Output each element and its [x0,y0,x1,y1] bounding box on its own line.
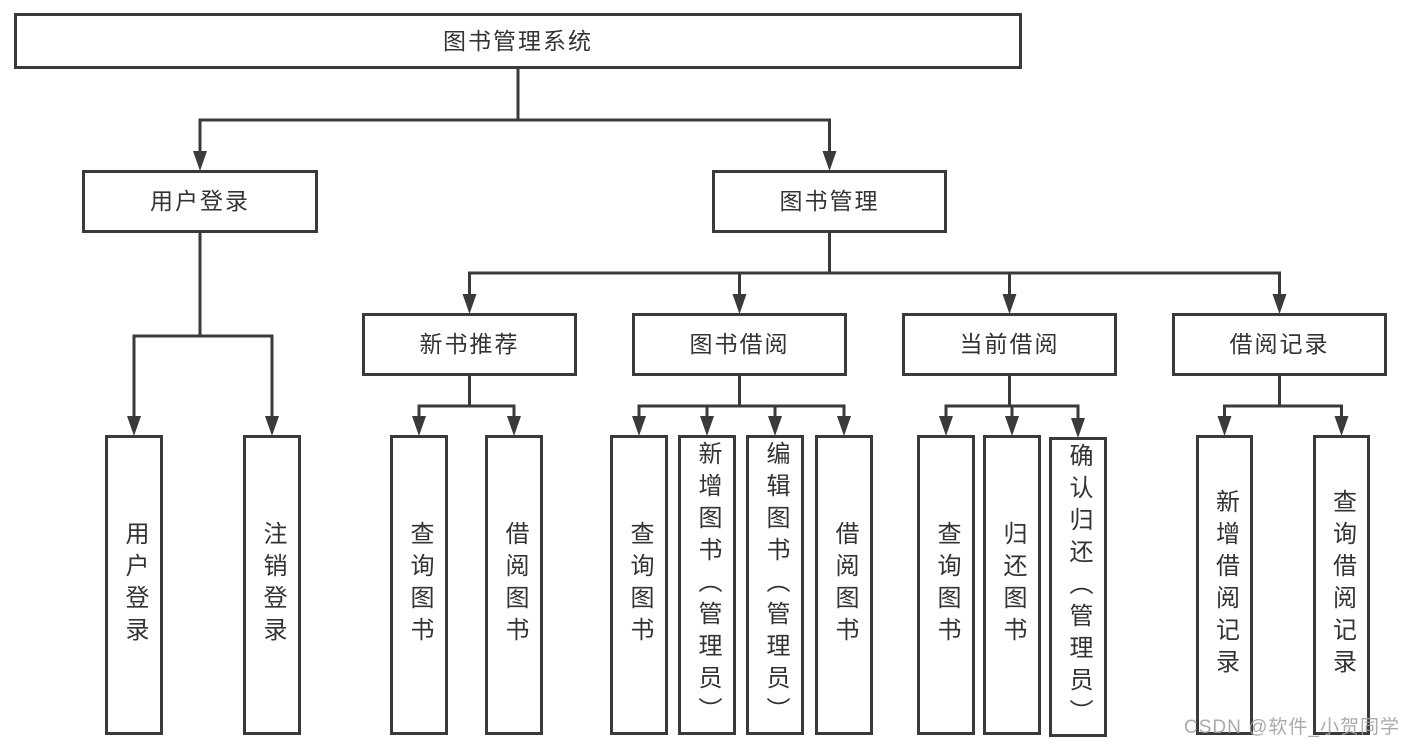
node-add-borrow-record-label: 新增借阅记录 [1211,489,1239,681]
node-return-books: 归还图书 [983,435,1041,735]
node-query-books-1: 查询图书 [390,435,448,735]
connector-arrowhead-leaf-add-rec [1217,416,1232,436]
connector-arrowhead-leaf-edit-book [768,416,782,436]
node-user-login-leaf-label: 用户登录 [121,521,148,649]
connector-arrowhead-leaf-query2 [632,416,646,436]
node-return-books-label: 归还图书 [999,521,1026,649]
node-new-book-recommend-label: 新书推荐 [419,331,520,357]
connector-arrowhead-cur-borrow [1002,294,1017,314]
node-query-books-1-label: 查询图书 [406,521,433,649]
node-query-borrow-record-label: 查询借阅记录 [1328,489,1356,681]
node-confirm-return-admin-label: 确认归还（管理员） [1065,443,1092,731]
node-book-management-system-label: 图书管理系统 [443,27,593,54]
node-confirm-return-admin: 确认归还（管理员） [1049,437,1107,737]
node-query-books-3: 查询图书 [917,435,975,735]
node-add-books-admin: 新增图书（管理员） [678,435,736,735]
node-add-borrow-record: 新增借阅记录 [1196,435,1253,735]
node-edit-books-admin: 编辑图书（管理员） [746,435,804,735]
watermark: CSDN @软件_小贺同学 [1184,717,1400,738]
node-user-login-label: 用户登录 [150,188,250,214]
node-borrow-books-1-label: 借阅图书 [501,521,528,649]
connector-arrowhead-leaf-query1 [412,416,426,436]
node-new-book-recommend: 新书推荐 [362,313,577,376]
node-book-management-label: 图书管理 [779,188,880,214]
connector-arrowhead-leaf-borrow1 [507,416,521,436]
connector-arrowhead-leaf-login [127,416,141,436]
connector-arrowhead-book-borrow [732,294,747,314]
node-borrowing-records-label: 借阅记录 [1229,331,1330,357]
node-logout-leaf-label: 注销登录 [259,521,286,649]
node-book-borrowing: 图书借阅 [632,313,847,376]
node-book-management: 图书管理 [712,170,947,233]
node-query-books-3-label: 查询图书 [933,521,960,649]
node-query-books-2: 查询图书 [610,435,668,735]
node-book-management-system: 图书管理系统 [14,13,1022,69]
node-logout-leaf: 注销登录 [243,435,301,735]
node-query-books-2-label: 查询图书 [626,521,653,649]
node-query-borrow-record: 查询借阅记录 [1313,435,1370,735]
connector-arrowhead-leaf-return [1005,416,1019,436]
node-borrow-books-1: 借阅图书 [485,435,543,735]
connector-arrowhead-leaf-add-book [700,416,714,436]
connector-arrowhead-leaf-confirm [1071,418,1085,438]
node-user-login: 用户登录 [82,170,318,233]
connector-arrowhead-new-book-rec [462,294,477,314]
node-borrow-books-2: 借阅图书 [815,435,873,735]
node-book-borrowing-label: 图书借阅 [689,331,790,357]
node-current-borrowing: 当前借阅 [902,313,1117,376]
node-current-borrowing-label: 当前借阅 [959,331,1060,357]
node-edit-books-admin-label: 编辑图书（管理员） [762,441,789,729]
connector-arrowhead-user-login [193,151,207,171]
node-add-books-admin-label: 新增图书（管理员） [694,441,721,729]
node-borrowing-records: 借阅记录 [1172,313,1387,376]
connector-arrowhead-leaf-logout [265,416,279,436]
connector-arrowhead-leaf-borrow2 [837,416,851,436]
node-borrow-books-2-label: 借阅图书 [831,521,858,649]
connector-arrowhead-leaf-query-rec [1334,416,1349,436]
connector-arrowhead-book-mgmt [822,151,837,171]
node-user-login-leaf: 用户登录 [105,435,163,735]
connector-arrowhead-borrow-rec [1272,294,1287,314]
connector-arrowhead-leaf-query3 [939,416,953,436]
